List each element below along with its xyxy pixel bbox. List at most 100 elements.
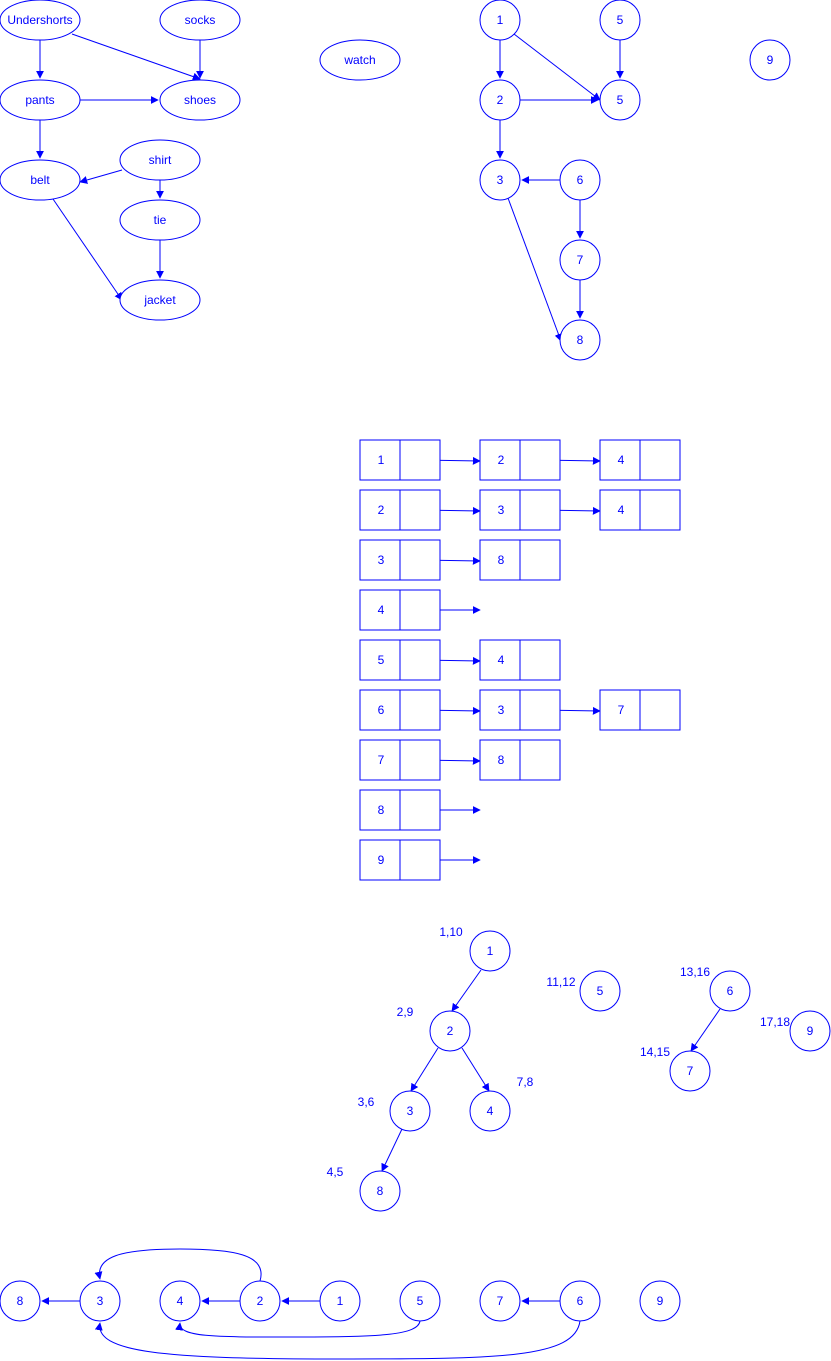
node-shoes-label: shoes [184, 93, 216, 107]
topo-node-7-label: 7 [497, 1294, 504, 1308]
adj-row-3-neighbor-0-cell [479, 539, 521, 581]
edges-layer [36, 33, 721, 1360]
node-shirt [119, 139, 201, 181]
edge-n1-to-n5 [513, 33, 601, 101]
dfs-node-1-label: 1 [487, 944, 494, 958]
node-pants [0, 79, 81, 121]
graph-node-8 [559, 319, 601, 361]
topo-node-5-label: 5 [417, 1294, 424, 1308]
dfs-edge-2-to-4 [461, 1047, 490, 1092]
node-tie-label: tie [154, 213, 167, 227]
node-jacket-label: jacket [143, 293, 176, 307]
node-belt-label: belt [30, 173, 50, 187]
edge-undershorts-to-shoes [71, 33, 201, 81]
dfs-node-3-label: 3 [407, 1104, 414, 1118]
dfs-node-6 [709, 970, 751, 1012]
adj-row-1-neighbor-0-next-cell [519, 439, 561, 481]
dfs-node-9-label: 9 [807, 1024, 814, 1038]
adj-row-8-pointer-cell [399, 789, 441, 831]
adj-row-3-neighbor-0-next-cell [519, 539, 561, 581]
adj-row-4-vertex-cell [359, 589, 401, 631]
graph-node-7-label: 7 [577, 253, 584, 267]
topo-node-8-label: 8 [17, 1294, 24, 1308]
topo-node-3 [79, 1280, 121, 1322]
adj-row-2-pointer-cell [399, 489, 441, 531]
graph-node-1 [479, 0, 521, 41]
adj-row-1-neighbor-0-label: 2 [498, 453, 505, 467]
dfs-node-2-label: 2 [447, 1024, 454, 1038]
topo-node-6 [559, 1280, 601, 1322]
node-shirt-label: shirt [149, 153, 172, 167]
adj-row-7-pointer-cell [399, 739, 441, 781]
adj-row-2-neighbor-1-label: 4 [618, 503, 625, 517]
adj-row-6-pointer-cell [399, 689, 441, 731]
topo-node-1-label: 1 [337, 1294, 344, 1308]
adj-row-8-vertex-cell [359, 789, 401, 831]
node-belt [0, 159, 81, 201]
topo-edge-5-to-4 [175, 1320, 421, 1338]
graph-node-3-label: 3 [497, 173, 504, 187]
dfs-edge-6-to-7 [690, 1008, 721, 1052]
edge-belt-to-jacket [52, 198, 123, 301]
dfs-times-3: 3,6 [358, 1095, 375, 1109]
dfs-edge-2-to-3 [410, 1047, 439, 1092]
topo-node-1 [319, 1280, 361, 1322]
node-socks [159, 0, 241, 41]
topo-node-9-label: 9 [657, 1294, 664, 1308]
graph-node-5 [599, 0, 641, 41]
dfs-node-1 [469, 930, 511, 972]
dfs-node-6-label: 6 [727, 984, 734, 998]
adj-row-1-pointer-cell [399, 439, 441, 481]
adj-row-2-vertex-cell [359, 489, 401, 531]
graph-node-3 [479, 159, 521, 201]
dfs-times-4: 7,8 [517, 1075, 534, 1089]
graph-node-9-label: 9 [767, 53, 774, 67]
graph-node-2 [479, 79, 521, 121]
adj-row-6-neighbor-1-label: 7 [618, 703, 625, 717]
topo-node-7 [479, 1280, 521, 1322]
topo-node-4-label: 4 [177, 1294, 184, 1308]
adj-row-3-pointer-cell [399, 539, 441, 581]
dfs-times-2: 2,9 [397, 1005, 414, 1019]
adj-row-6-neighbor-1-cell [599, 689, 641, 731]
adj-row-1-vertex-label: 1 [378, 453, 385, 467]
dfs-node-7-label: 7 [687, 1064, 694, 1078]
topo-node-3-label: 3 [97, 1294, 104, 1308]
node-undershorts-label: Undershorts [7, 13, 72, 27]
adj-row-6-neighbor-0-label: 3 [498, 703, 505, 717]
adj-row-1-vertex-cell [359, 439, 401, 481]
adj-row-6-neighbor-0-next-cell [519, 689, 561, 731]
adj-row-1-neighbor-1-label: 4 [618, 453, 625, 467]
graph-node-2-label: 2 [497, 93, 504, 107]
dfs-node-5 [579, 970, 621, 1012]
topo-node-5 [399, 1280, 441, 1322]
dfs-node-5-label: 5 [597, 984, 604, 998]
adj-row-3-neighbor-0-label: 8 [498, 553, 505, 567]
graph-node-1-label: 1 [497, 13, 504, 27]
adj-row-6-vertex-cell [359, 689, 401, 731]
node-pants-label: pants [25, 93, 54, 107]
topo-node-6-label: 6 [577, 1294, 584, 1308]
topo-edge-2-to-3 [94, 1248, 262, 1282]
graph-node-7 [559, 239, 601, 281]
adj-row-6-neighbor-1-next-cell [639, 689, 681, 731]
adj-row-2-neighbor-0-cell [479, 489, 521, 531]
dfs-node-8 [359, 1170, 401, 1212]
dfs-times-5: 11,12 [546, 975, 575, 989]
adj-row-7-neighbor-0-next-cell [519, 739, 561, 781]
adj-row-7-neighbor-0-cell [479, 739, 521, 781]
topo-node-4 [159, 1280, 201, 1322]
graph-node-6-label: 6 [577, 173, 584, 187]
adj-row-4-pointer-cell [399, 589, 441, 631]
graph-node-5 [599, 79, 641, 121]
adj-row-5-vertex-label: 5 [378, 653, 385, 667]
dfs-times-7: 14,15 [640, 1045, 670, 1059]
graph-node-5-label: 5 [617, 13, 624, 27]
topo-edge-6-to-3 [94, 1320, 581, 1360]
adj-row-6-vertex-label: 6 [378, 703, 385, 717]
adj-row-7-vertex-cell [359, 739, 401, 781]
node-shoes [159, 79, 241, 121]
dfs-node-7 [669, 1050, 711, 1092]
